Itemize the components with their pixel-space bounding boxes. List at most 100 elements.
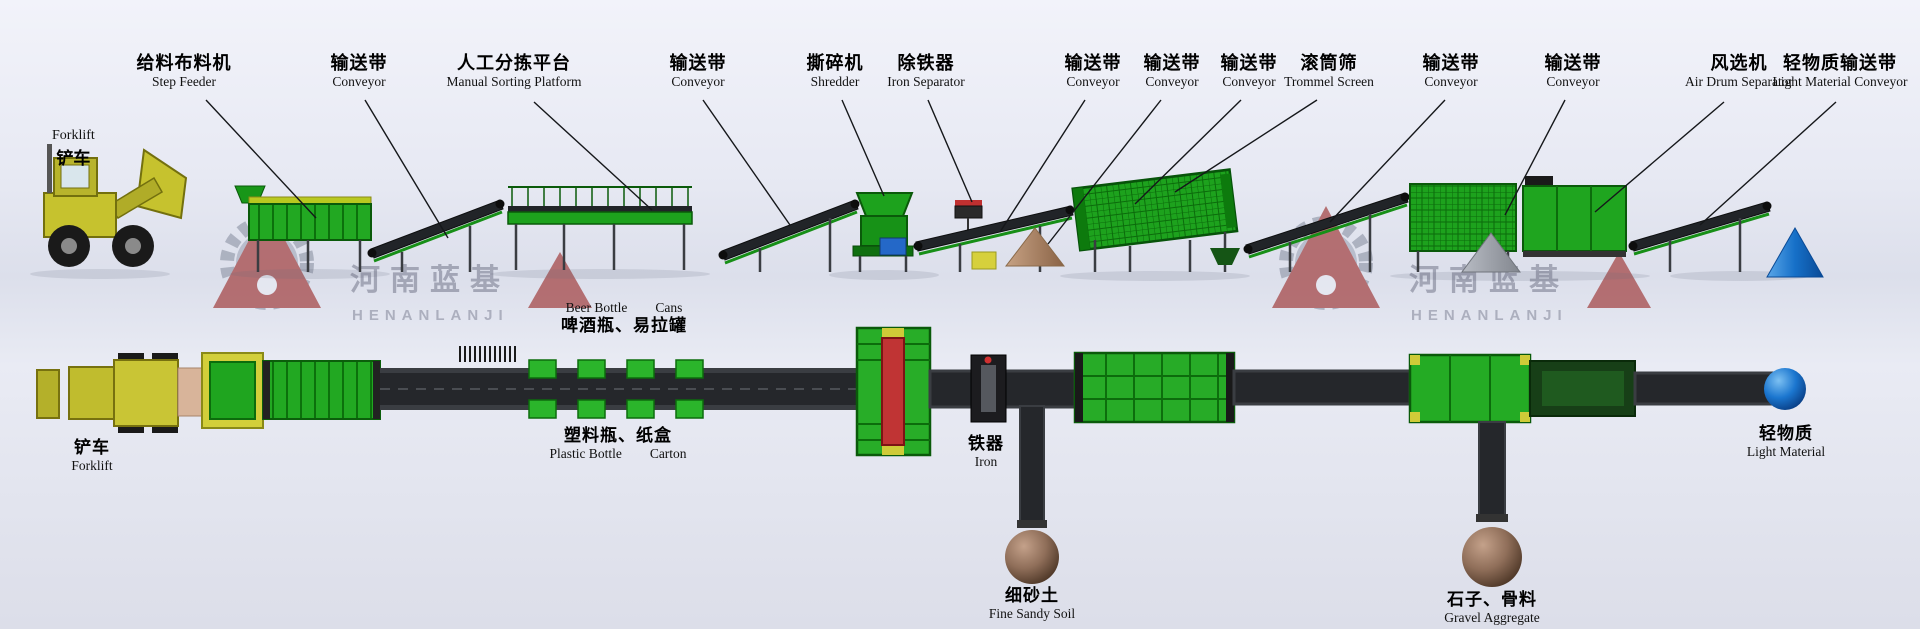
label-en: Step Feeder [151,73,217,89]
iron-separator-graphic [954,200,983,230]
comb-grate [459,346,516,362]
trommel-plan [1073,351,1236,424]
ground-shadows [30,269,1810,281]
label-light-material-conveyor: 轻物质输送带 Light Material Conveyor [1772,53,1908,89]
sorting-platform-graphic [507,186,693,270]
label-zh: 输送带 [1422,53,1480,73]
label-conveyor-3: 输送带 Conveyor [1064,53,1122,89]
label-zh: 轻物质 [1758,424,1813,443]
gravel-pile-cone [1461,232,1521,273]
shredder-graphic [852,192,914,272]
label-light-material-output: 轻物质 Light Material [1747,424,1825,461]
light-material-sphere [1764,368,1806,410]
label-conveyor-5: 输送带 Conveyor [1220,53,1278,89]
label-en: Light Material [1746,444,1826,460]
label-fine-sandy-soil: 细砂土 Fine Sandy Soil [989,586,1075,623]
label-en: Trommel Screen [1284,73,1374,89]
air-separator-plan [1408,353,1636,424]
main-belt-plan [380,368,857,410]
label-conveyor-2: 输送带 Conveyor [669,53,727,89]
label-zh: 人工分拣平台 [457,53,571,73]
watermark-en: HENANLANJI [352,307,509,324]
light-material-belt [1633,368,1806,410]
conveyor-b-graphic [718,199,860,272]
watermark-right: 河南蓝基 HENANLANJI [1272,206,1651,324]
label-zh: 塑料瓶、纸盒 [564,426,672,445]
label-forklift-plan: 铲车 Forklift [71,438,112,475]
label-conveyor-1: 输送带 Conveyor [330,53,388,89]
label-en: Conveyor [1222,73,1276,89]
label-zh: 输送带 [330,53,388,73]
label-zh: 石子、骨料 [1447,590,1537,609]
fine-sand-branch [1005,405,1059,584]
separator-platform-graphic [1409,183,1517,272]
label-zh: 输送带 [1064,53,1122,73]
label-en: Conveyor [1546,73,1600,89]
sorting-tower-plan [855,326,932,457]
label-zh: 输送带 [1220,53,1278,73]
belt-to-air-separator [1232,369,1412,406]
magnet-plan [970,354,1007,423]
label-en: Conveyor [332,73,386,89]
label-zh: 啤酒瓶、易拉罐 [561,316,687,336]
label-zh: 输送带 [1544,53,1602,73]
label-en: Shredder [810,73,860,89]
label-zh: 给料布料机 [136,53,232,73]
trommel-screen-graphic [1071,168,1240,272]
label-zh: 轻物质输送带 [1783,53,1897,73]
label-zh: 除铁器 [897,53,955,73]
label-zh: 输送带 [669,53,727,73]
label-iron-separator: 除铁器 Iron Separator [887,53,965,89]
infeed-conveyor-plan-graphic [262,360,381,420]
conveyor-a-graphic [367,199,505,272]
label-air-drum-separator: 风选机 Air Drum Separator [1685,53,1793,89]
label-step-feeder: 给料布料机 Step Feeder [136,53,232,89]
label-zh: 细砂土 [1004,586,1059,605]
gravel-branch [1462,421,1522,587]
label-en: Fine Sandy Soil [988,606,1076,622]
step-feeder-graphic [234,185,372,272]
feeder-plan-graphic [201,352,264,429]
leader-lines [205,99,1837,245]
label-conveyor-4: 输送带 Conveyor [1143,53,1201,89]
sand-pile-cone [1004,227,1066,267]
label-en: Gravel Aggregate [1444,610,1540,626]
label-manual-sorting-platform: 人工分拣平台 Manual Sorting Platform [446,53,582,89]
label-conveyor-6: 输送带 Conveyor [1422,53,1480,89]
label-en: Conveyor [671,73,725,89]
label-en: Iron Separator [887,73,965,89]
watermark-zh: 河南蓝基 [350,264,510,297]
label-en: Conveyor [1424,73,1478,89]
label-en: Light Material Conveyor [1772,73,1908,89]
label-zh: 撕碎机 [806,53,864,73]
label-zh: 铲车 [56,149,91,168]
label-en: Manual Sorting Platform [446,73,582,89]
label-zh: 滚筒筛 [1300,53,1358,73]
conveyor-e-graphic [1628,201,1772,272]
label-en: Iron [974,454,998,470]
label-en: Conveyor [1066,73,1120,89]
label-conveyor-7: 输送带 Conveyor [1544,53,1602,89]
label-en: Forklift [52,128,95,143]
forklift-plan-graphic [36,353,205,433]
label-zh: 铁器 [968,434,1004,453]
sorting-pads [528,359,704,419]
watermark-en: HENANLANJI [1411,307,1568,324]
label-gravel-aggregate: 石子、骨料 Gravel Aggregate [1444,590,1540,627]
forklift-side-graphic [43,144,188,267]
air-separator-graphic [1522,176,1627,257]
gravel-sphere [1462,527,1522,587]
label-zh: 铲车 [73,438,110,457]
label-en: Conveyor [1145,73,1199,89]
label-forklift-side: Forklift 铲车 [52,128,95,169]
label-en: Air Drum Separator [1685,73,1793,89]
fine-sand-sphere [1005,530,1059,584]
label-trommel-screen: 滚筒筛 Trommel Screen [1284,53,1374,89]
yellow-box [971,251,997,270]
label-zh: 输送带 [1143,53,1201,73]
